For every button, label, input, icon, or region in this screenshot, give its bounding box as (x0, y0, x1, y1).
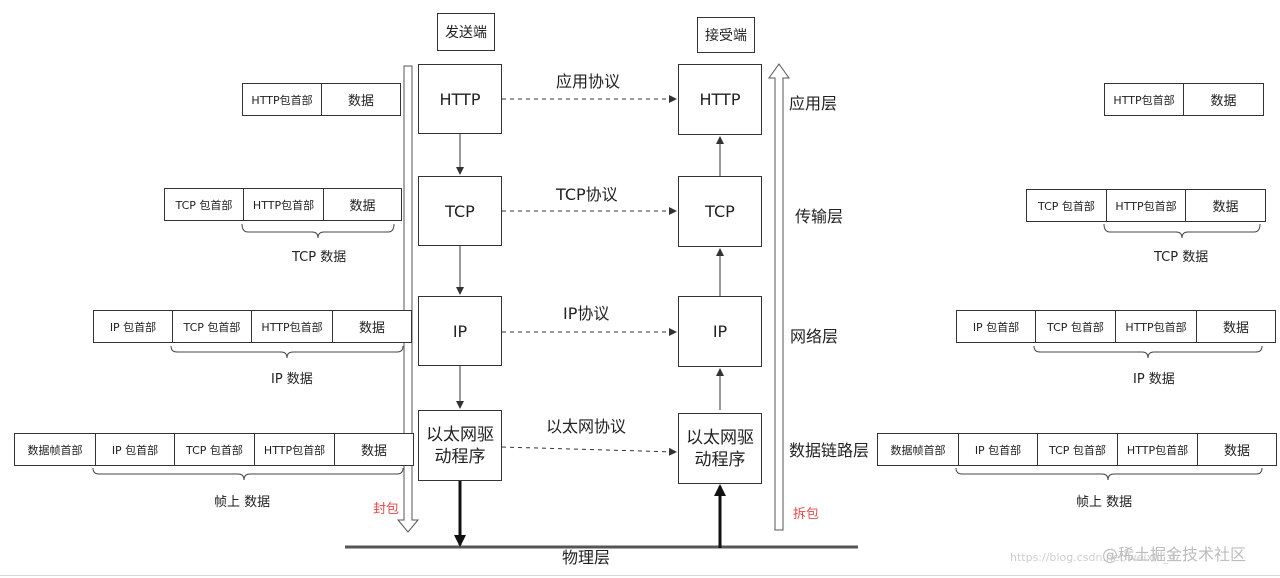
right-frame-brace (955, 467, 1263, 481)
packet-cell: 数据 (334, 433, 414, 466)
right-frame-packet: 数据帧首部 IP 包首部 TCP 包首部 HTTP包首部 数据 (877, 433, 1277, 466)
left-frame-packet: 数据帧首部 IP 包首部 TCP 包首部 HTTP包首部 数据 (14, 433, 414, 466)
right-frame-caption: 帧上 数据 (1076, 495, 1133, 510)
packet-cell: IP 包首部 (95, 433, 175, 466)
peer-arrow-datalink (501, 446, 677, 456)
encapsulate-label: 封包 (373, 502, 400, 517)
protocol-label-application: 应用协议 (556, 72, 621, 91)
left-ip-brace (170, 345, 404, 359)
bottom-border (0, 575, 1280, 576)
packet-cell: 数据 (1185, 189, 1266, 222)
packet-cell: TCP 包首部 (164, 188, 244, 221)
packet-cell: TCP 包首部 (174, 433, 255, 466)
right-ip-brace (1033, 345, 1263, 359)
encapsulate-hollow-arrow (396, 65, 420, 533)
watermark-url: https://blog.csdn.net/weixin_4... (1010, 551, 1187, 564)
protocol-label-tcp: TCP协议 (556, 185, 618, 204)
protocol-label-ip: IP协议 (563, 304, 610, 323)
receiver-ip-box: IP (678, 296, 762, 367)
left-ip-caption: IP 数据 (271, 372, 313, 387)
sender-http-box: HTTP (418, 64, 502, 134)
decapsulate-hollow-arrow (768, 63, 790, 531)
receiver-http-box: HTTP (678, 64, 762, 135)
packet-cell: 数据 (332, 310, 412, 343)
right-tcp-caption: TCP 数据 (1154, 250, 1209, 265)
packet-cell: TCP 包首部 (1037, 433, 1118, 466)
packet-cell: IP 包首部 (958, 433, 1038, 466)
packet-cell: 数据 (321, 83, 401, 116)
right-ip-caption: IP 数据 (1133, 372, 1175, 387)
packet-cell: TCP 包首部 (1035, 310, 1116, 343)
packet-cell: HTTP包首部 (1106, 189, 1186, 222)
protocol-label-ethernet: 以太网协议 (546, 417, 627, 436)
watermark: @稀土掘金技术社区 (1102, 545, 1247, 564)
packet-cell: HTTP包首部 (242, 83, 322, 116)
left-frame-caption: 帧上 数据 (214, 495, 271, 510)
packet-cell: 数据 (1183, 83, 1264, 116)
left-tcp-brace (241, 223, 395, 239)
left-tcp-caption: TCP 数据 (292, 250, 347, 265)
right-tcp-packet: TCP 包首部 HTTP包首部 数据 (1026, 189, 1266, 222)
left-http-packet: HTTP包首部 数据 (242, 83, 401, 116)
layer-name-application: 应用层 (789, 94, 838, 113)
left-ip-packet: IP 包首部 TCP 包首部 HTTP包首部 数据 (93, 310, 412, 343)
packet-cell: HTTP包首部 (1117, 433, 1198, 466)
decapsulate-label: 拆包 (793, 507, 820, 522)
packet-cell: 数据 (1197, 433, 1277, 466)
packet-cell: HTTP包首部 (1104, 83, 1184, 116)
right-ip-packet: IP 包首部 TCP 包首部 HTTP包首部 数据 (956, 310, 1276, 343)
packet-cell: IP 包首部 (956, 310, 1036, 343)
right-tcp-brace (1103, 223, 1261, 239)
left-frame-brace (92, 467, 404, 481)
packet-cell: 数据帧首部 (877, 433, 959, 466)
sender-tcp-box: TCP (418, 176, 502, 246)
receiver-ethernet-box: 以太网驱动程序 (678, 413, 762, 484)
layer-name-transport: 传输层 (795, 207, 844, 226)
sender-title: 发送端 (437, 13, 495, 51)
receiver-title: 接受端 (697, 17, 755, 53)
packet-cell: 数据 (1196, 310, 1276, 343)
packet-cell: IP 包首部 (93, 310, 173, 343)
packet-cell: 数据 (323, 188, 402, 221)
receiver-tcp-box: TCP (678, 176, 762, 247)
packet-cell: HTTP包首部 (1115, 310, 1197, 343)
sender-ip-box: IP (418, 296, 502, 366)
packet-cell: HTTP包首部 (251, 310, 333, 343)
packet-cell: HTTP包首部 (243, 188, 324, 221)
physical-layer-label: 物理层 (562, 548, 611, 567)
packet-cell: TCP 包首部 (1026, 189, 1107, 222)
sender-ethernet-box: 以太网驱动程序 (418, 410, 502, 481)
packet-cell: 数据帧首部 (14, 433, 96, 466)
layer-name-datalink: 数据链路层 (789, 441, 870, 460)
left-tcp-packet: TCP 包首部 HTTP包首部 数据 (164, 188, 402, 221)
packet-cell: TCP 包首部 (172, 310, 252, 343)
packet-cell: HTTP包首部 (254, 433, 335, 466)
layer-name-network: 网络层 (790, 327, 839, 346)
right-http-packet: HTTP包首部 数据 (1104, 83, 1264, 116)
